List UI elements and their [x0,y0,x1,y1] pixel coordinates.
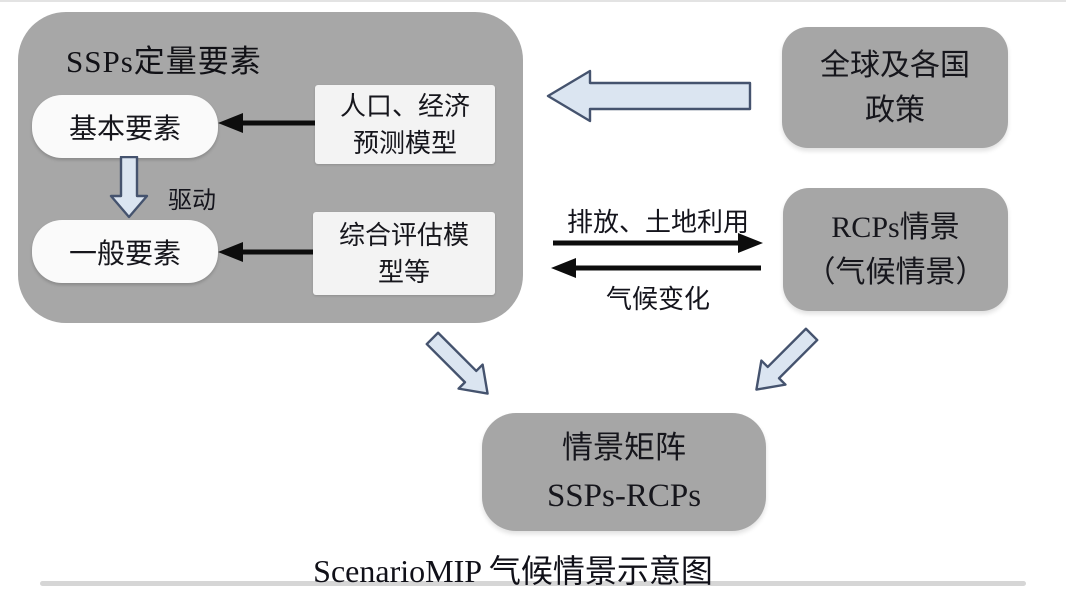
arrow-ssps-to-rcps-icon [553,233,763,253]
bottom-edge-line [40,581,1026,586]
ssps-title: SSPs定量要素 [66,44,262,79]
arrow-policy-to-ssps-icon [546,69,752,123]
emissions-landuse-label: 排放、土地利用 [566,208,749,237]
scenario-matrix-line1: 情景矩阵 [562,430,686,465]
drive-label: 驱动 [168,188,216,214]
rcps-scenario-line1: RCPs情景 [831,210,960,244]
global-policy-line1: 全球及各国 [820,48,970,82]
climate-change-label: 气候变化 [605,285,710,314]
global-policy-line2: 政策 [865,93,925,127]
integrated-assessment-model-line1: 综合评估模 [338,220,469,250]
scenario-matrix-line2: SSPs-RCPs [546,478,702,514]
arrow-basic-to-general-icon [109,156,149,219]
integrated-assessment-model-box: 综合评估模 型等 [313,212,495,295]
arrow-rcps-to-matrix-icon [755,327,819,391]
general-elements-label: 一般要素 [68,238,181,270]
population-economy-model-line1: 人口、经济 [339,91,470,121]
top-edge-line [0,0,1066,2]
global-policy-box: 全球及各国 政策 [782,27,1008,148]
arrow-rcps-to-ssps-icon [551,258,761,278]
basic-elements-label: 基本要素 [68,113,181,145]
population-economy-model-box: 人口、经济 预测模型 [315,85,495,164]
general-elements-box: 一般要素 [32,220,218,283]
integrated-assessment-model-line2: 型等 [377,257,430,287]
rcps-scenario-line2: （气候情景） [805,255,986,289]
population-economy-model-line2: 预测模型 [352,128,457,158]
arrow-iam-to-general-icon [218,242,313,262]
rcps-scenario-box: RCPs情景 （气候情景） [783,188,1008,311]
ssps-container-box: SSPs定量要素 基本要素 人口、经济 预测模型 驱动 一般要素 综合评估模 型… [18,12,523,323]
basic-elements-box: 基本要素 [32,95,218,158]
arrow-ssps-to-matrix-icon [425,331,489,395]
arrow-popmodel-to-basic-icon [218,113,315,133]
scenario-matrix-box: 情景矩阵 SSPs-RCPs [482,413,766,531]
diagram-caption: ScenarioMIP 气候情景示意图 [313,553,713,589]
